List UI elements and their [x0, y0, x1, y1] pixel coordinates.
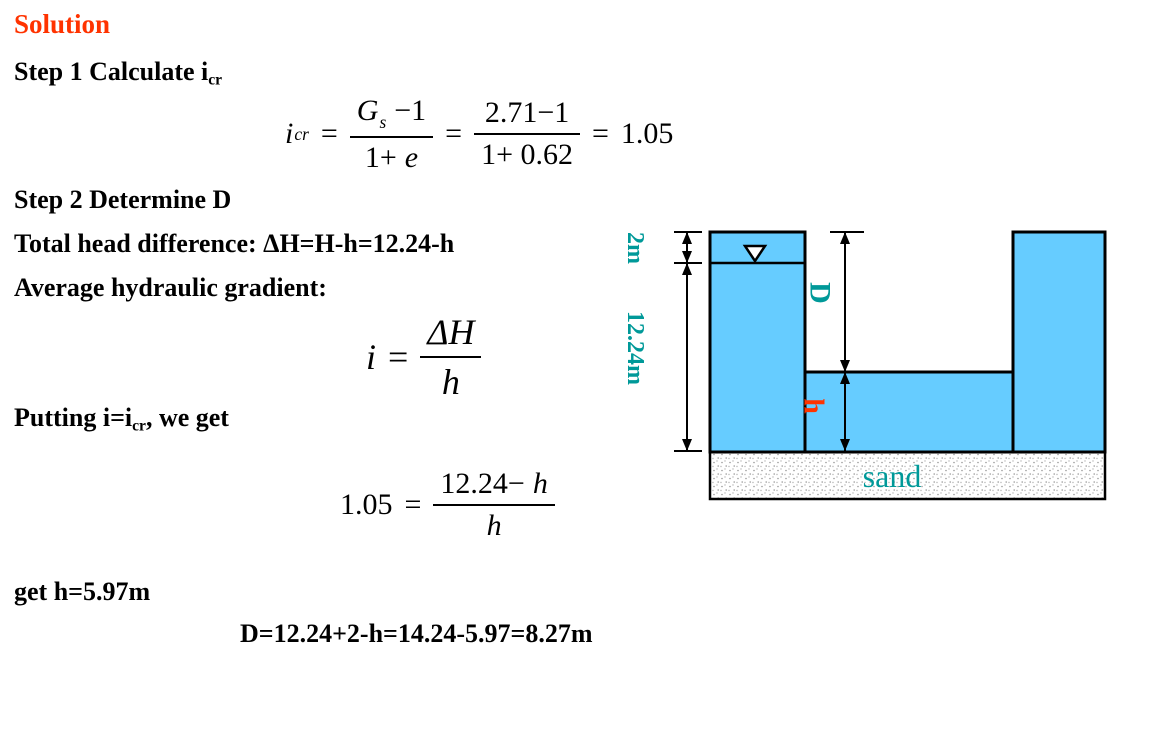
avg-gradient-line: Average hydraulic gradient:: [14, 273, 327, 302]
dimension-line-D: [830, 231, 864, 372]
fraction-bar: [349, 135, 434, 138]
left-water-column: [708, 230, 807, 454]
formula-icr: i cr = Gs −1 1+e = 2.71−1 1+ 0.62 = 1.05: [285, 94, 673, 175]
f3-num-pre: 12.24−: [440, 467, 525, 500]
center-water-basin: [803, 370, 1015, 454]
putting-line-pre: Putting i=i: [14, 403, 133, 432]
f1-frac2-denominator: 1+ 0.62: [481, 138, 573, 172]
label-D: D: [804, 282, 837, 304]
right-water-column: [1011, 230, 1107, 454]
f3-lhs: 1.05: [340, 488, 393, 521]
water-table-icon: [742, 244, 768, 264]
dimension-D-arrowheads: [840, 232, 850, 372]
f3-fraction: 12.24−h h: [433, 467, 555, 543]
step1-heading: Step 1 Calculate icr: [14, 56, 222, 90]
result-d-line: D=12.24+2-h=14.24-5.97=8.27m: [240, 619, 593, 648]
f1-var-G: G: [356, 94, 379, 127]
f1-frac2-numerator: 2.71−1: [484, 96, 570, 130]
f1-sub-s: s: [379, 111, 387, 132]
seepage-diagram: 2m 12.24m D h sand: [622, 230, 1107, 501]
putting-line-subscript: cr: [132, 417, 146, 435]
f2-denominator: h: [441, 362, 460, 402]
f1-num1-rest: −1: [394, 94, 427, 127]
label-h: h: [798, 398, 829, 414]
page-title: Solution: [14, 9, 111, 39]
f1-frac1-denominator: 1+e: [358, 138, 425, 175]
f3-numerator: 12.24−h: [433, 467, 554, 504]
f1-fraction-1: Gs −1 1+e: [349, 94, 434, 175]
putting-line: Putting i=icr, we get: [14, 402, 229, 436]
step2-heading: Step 2 Determine D: [14, 185, 232, 214]
putting-line-post: , we get: [145, 403, 229, 432]
dimension-left-arrowheads: [682, 232, 692, 451]
f2-numerator: ΔH: [427, 312, 475, 352]
dimension-line-left: [674, 231, 702, 452]
label-2m: 2m: [622, 232, 648, 264]
label-sand: sand: [863, 458, 922, 494]
f1-var-e: e: [404, 140, 419, 174]
f2-fraction: ΔH h: [420, 311, 482, 403]
total-head-line: Total head difference: ΔH=H-h=12.24-h: [14, 229, 455, 258]
f1-var-i: i: [285, 117, 294, 151]
f3-denominator: h: [486, 509, 502, 542]
fraction-bar: [474, 133, 580, 136]
f1-result: 1.05: [620, 117, 674, 151]
step1-heading-subscript: cr: [208, 71, 223, 89]
formula-solve-h: 1.05 = 12.24−h h: [340, 467, 555, 543]
f1-equals-2: =: [445, 117, 463, 151]
step1-heading-text: Step 1 Calculate i: [14, 57, 209, 86]
fraction-bar: [433, 504, 555, 506]
f1-frac1-numerator: Gs −1: [350, 94, 433, 136]
f3-var-h: h: [532, 467, 548, 500]
dimension-h-arrowheads: [840, 372, 850, 451]
f1-equals-3: =: [591, 117, 609, 151]
fraction-bar: [420, 356, 482, 358]
formula-gradient: i = ΔH h: [366, 311, 482, 403]
result-h-line: get h=5.97m: [14, 577, 151, 606]
f1-sub-cr: cr: [294, 123, 309, 144]
f2-equals: =: [388, 337, 409, 377]
label-12-24m: 12.24m: [622, 311, 648, 385]
f3-equals: =: [404, 488, 422, 521]
f1-equals-1: =: [320, 117, 338, 151]
f1-fraction-2: 2.71−1 1+ 0.62: [474, 96, 580, 172]
f1-den1-pre: 1+: [364, 140, 397, 174]
f2-var-i: i: [366, 337, 377, 377]
